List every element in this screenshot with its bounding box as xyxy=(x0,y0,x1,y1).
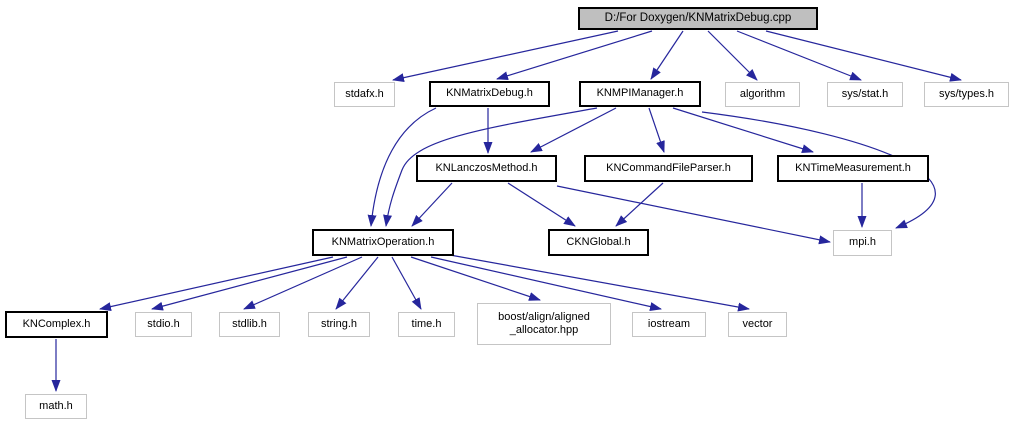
node-label: algorithm xyxy=(739,87,786,100)
node-label: KNMPIManager.h xyxy=(596,87,684,100)
node-label: CKNGlobal.h xyxy=(566,235,631,248)
node-iostream: iostream xyxy=(632,312,706,337)
edge-knmatrixdebug-cpp-to-stdafx-h xyxy=(392,30,619,83)
edge-knmatrixoperation-h-to-kncomplex-h xyxy=(99,256,334,311)
node-label: KNTimeMeasurement.h xyxy=(795,161,911,174)
node-label: KNLanczosMethod.h xyxy=(435,161,538,174)
edge-knmatrixoperation-h-to-stdlib-h xyxy=(243,256,363,310)
edge-knmatrixoperation-h-to-stdio-h xyxy=(151,256,348,311)
node-label: KNMatrixOperation.h xyxy=(331,235,435,248)
edge-knmpimanager-h-to-kntimemeasurement-h xyxy=(672,107,814,153)
node-label: stdlib.h xyxy=(232,317,267,330)
edge-knmatrixoperation-h-to-iostream xyxy=(430,256,662,311)
node-label: KNMatrixDebug.h xyxy=(446,87,533,100)
node-label: mpi.h xyxy=(849,236,876,249)
edge-knmpimanager-h-to-kncommandfileparser-h xyxy=(648,107,665,153)
node-label: string.h xyxy=(320,317,358,330)
node-knmatrixdebug-cpp: D:/For Doxygen/KNMatrixDebug.cpp xyxy=(578,7,818,30)
edge-knmatrixoperation-h-to-boost-aligned-allocator-hpp xyxy=(410,256,541,301)
node-label: vector xyxy=(742,317,773,330)
node-string-h: string.h xyxy=(308,312,370,337)
edge-knmatrixdebug-cpp-to-sys-types-h xyxy=(765,30,962,82)
node-knlanczosmethod-h[interactable]: KNLanczosMethod.h xyxy=(416,155,557,182)
edge-knmatrixdebug-cpp-to-knmatrixdebug-h xyxy=(496,30,653,81)
edge-knmatrixoperation-h-to-vector xyxy=(449,254,750,312)
node-label: D:/For Doxygen/KNMatrixDebug.cpp xyxy=(604,11,792,24)
edge-knlanczosmethod-h-to-cknglobal-h xyxy=(507,182,576,227)
node-algorithm: algorithm xyxy=(725,82,800,107)
node-cknglobal-h[interactable]: CKNGlobal.h xyxy=(548,229,649,256)
edge-knmatrixoperation-h-to-time-h xyxy=(391,256,422,310)
edge-kncommandfileparser-h-to-cknglobal-h xyxy=(615,182,664,227)
edge-knlanczosmethod-h-to-knmatrixoperation-h xyxy=(411,182,453,227)
node-label: boost/align/aligned xyxy=(498,310,590,323)
node-label: stdio.h xyxy=(147,317,180,330)
node-math-h: math.h xyxy=(25,394,87,419)
node-stdlib-h: stdlib.h xyxy=(219,312,280,337)
edge-knmatrixdebug-cpp-to-knmpimanager-h xyxy=(650,30,684,80)
node-knmpimanager-h[interactable]: KNMPIManager.h xyxy=(579,81,701,107)
node-label: stdafx.h xyxy=(345,87,384,100)
node-stdafx-h: stdafx.h xyxy=(334,82,395,107)
edge-knmatrixoperation-h-to-string-h xyxy=(335,256,379,310)
edge-knmpimanager-h-to-knlanczosmethod-h xyxy=(530,107,617,153)
edge-knmatrixdebug-cpp-to-algorithm xyxy=(707,30,758,81)
edge-knmatrixdebug-cpp-to-sys-stat-h xyxy=(736,30,862,81)
node-knmatrixdebug-h[interactable]: KNMatrixDebug.h xyxy=(429,81,550,107)
node-kntimemeasurement-h[interactable]: KNTimeMeasurement.h xyxy=(777,155,929,182)
node-sys-types-h: sys/types.h xyxy=(924,82,1009,107)
node-kncommandfileparser-h[interactable]: KNCommandFileParser.h xyxy=(584,155,753,182)
node-label: iostream xyxy=(647,317,691,330)
node-knmatrixoperation-h[interactable]: KNMatrixOperation.h xyxy=(312,229,454,256)
node-label: time.h xyxy=(411,317,442,330)
node-label: sys/stat.h xyxy=(841,87,889,100)
node-boost-aligned-allocator-hpp: boost/align/aligned_allocator.hpp xyxy=(477,303,611,345)
node-label: KNCommandFileParser.h xyxy=(606,161,731,174)
node-label: sys/types.h xyxy=(938,87,995,100)
node-mpi-h: mpi.h xyxy=(833,230,892,256)
node-stdio-h: stdio.h xyxy=(135,312,192,337)
node-sys-stat-h: sys/stat.h xyxy=(827,82,903,107)
node-label: math.h xyxy=(39,399,73,412)
node-kncomplex-h[interactable]: KNComplex.h xyxy=(5,311,108,338)
node-vector: vector xyxy=(728,312,787,337)
node-label: KNComplex.h xyxy=(22,317,91,330)
node-time-h: time.h xyxy=(398,312,455,337)
node-label-line2: _allocator.hpp xyxy=(509,324,579,336)
